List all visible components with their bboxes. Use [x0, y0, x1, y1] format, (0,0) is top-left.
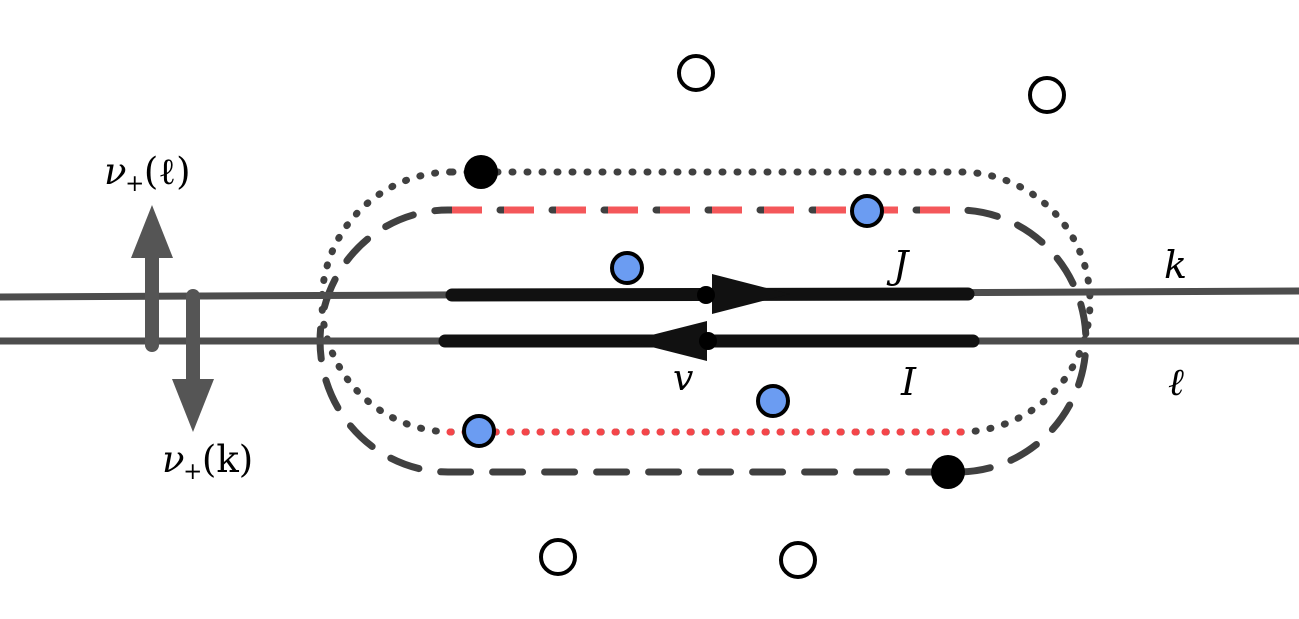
black-node-bottom-dashed	[931, 455, 965, 489]
arrowhead-I-left	[628, 321, 707, 361]
label-nu-plus-l-arg: (ℓ)	[143, 150, 191, 193]
black-basepoint-I	[699, 332, 717, 350]
blue-node-lower-mid	[756, 384, 790, 418]
label-strand-k: k	[1164, 243, 1188, 287]
label-strand-l: ℓ	[1168, 360, 1184, 404]
hollow-circle-bottom-right	[779, 541, 817, 579]
hollow-circle-top-left	[677, 54, 715, 92]
label-current-J: J	[893, 243, 909, 287]
hollow-circle-bottom-left	[539, 538, 577, 576]
blue-node-bottom-red	[462, 414, 496, 448]
nu-plus-l-arrowhead	[131, 205, 173, 258]
label-velocity-v: v	[673, 358, 694, 399]
label-nu-plus-k-arg: (k)	[201, 438, 254, 481]
nu-plus-k-arrowhead	[172, 379, 214, 432]
black-node-top-dotted	[464, 155, 498, 189]
label-nu-plus-k-subscript: +	[183, 459, 203, 486]
label-nu-plus-l: ν+(ℓ)	[104, 150, 191, 197]
blue-node-top-red	[850, 194, 884, 228]
arrowhead-J-right	[712, 274, 790, 314]
hollow-circle-top-right	[1028, 76, 1066, 114]
blue-node-upper-mid	[610, 251, 644, 285]
label-nu-plus-l-subscript: +	[125, 171, 145, 198]
label-nu-plus-l-base: ν	[104, 150, 127, 193]
label-nu-plus-k-base: ν	[162, 438, 185, 481]
label-current-I: I	[901, 360, 917, 404]
label-nu-plus-k: ν+(k)	[162, 438, 253, 485]
black-basepoint-J	[697, 286, 715, 304]
